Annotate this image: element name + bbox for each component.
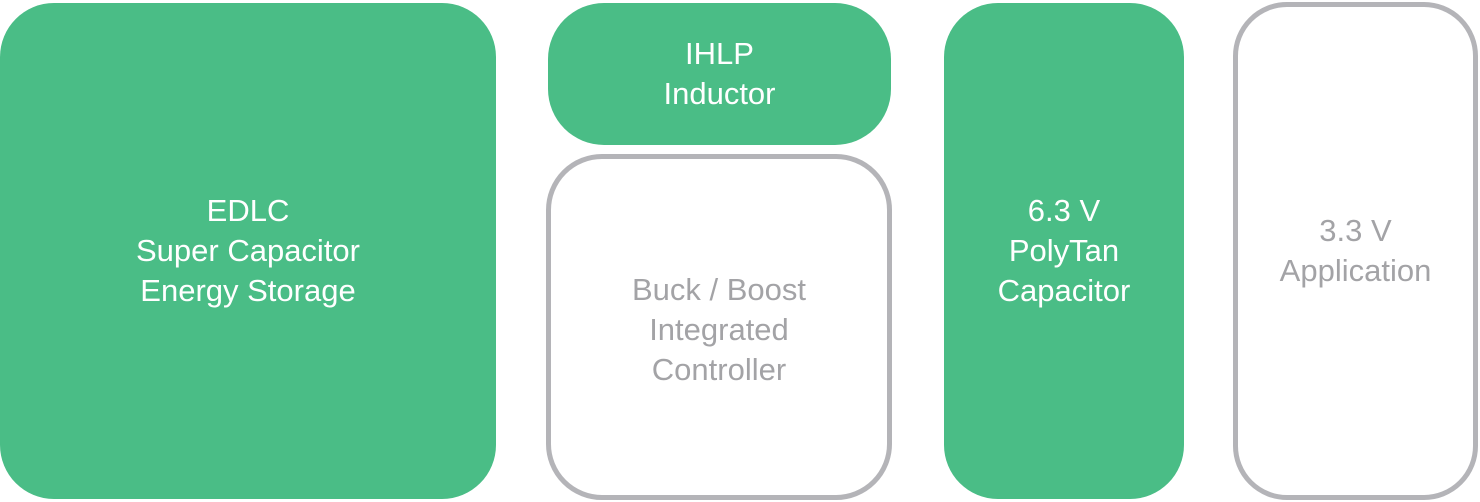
- application-block: 3.3 V Application: [1233, 2, 1478, 500]
- polytan-label-line-3: Capacitor: [997, 273, 1131, 308]
- ihlp-label-line-1: IHLP: [685, 36, 754, 71]
- polytan-label-line-1: 6.3 V: [1027, 193, 1101, 228]
- application-label-line-1: 3.3 V: [1319, 213, 1392, 248]
- edlc-label-line-2: Super Capacitor: [135, 233, 360, 268]
- buck-label-line-1: Buck / Boost: [631, 272, 807, 307]
- polytan-capacitor-block: 6.3 V PolyTan Capacitor: [944, 3, 1184, 499]
- ihlp-label-line-2: Inductor: [663, 76, 776, 111]
- application-label-line-2: Application: [1279, 253, 1432, 288]
- edlc-label-line-1: EDLC: [206, 193, 290, 228]
- buck-label-line-2: Integrated: [649, 312, 789, 347]
- ihlp-inductor-block: IHLP Inductor: [548, 3, 891, 145]
- edlc-super-capacitor-block: EDLC Super Capacitor Energy Storage: [0, 3, 496, 499]
- polytan-label-line-2: PolyTan: [1008, 233, 1120, 268]
- buck-boost-controller-block: Buck / Boost Integrated Controller: [546, 154, 892, 500]
- edlc-label-line-3: Energy Storage: [140, 273, 356, 308]
- buck-label-line-3: Controller: [651, 352, 787, 387]
